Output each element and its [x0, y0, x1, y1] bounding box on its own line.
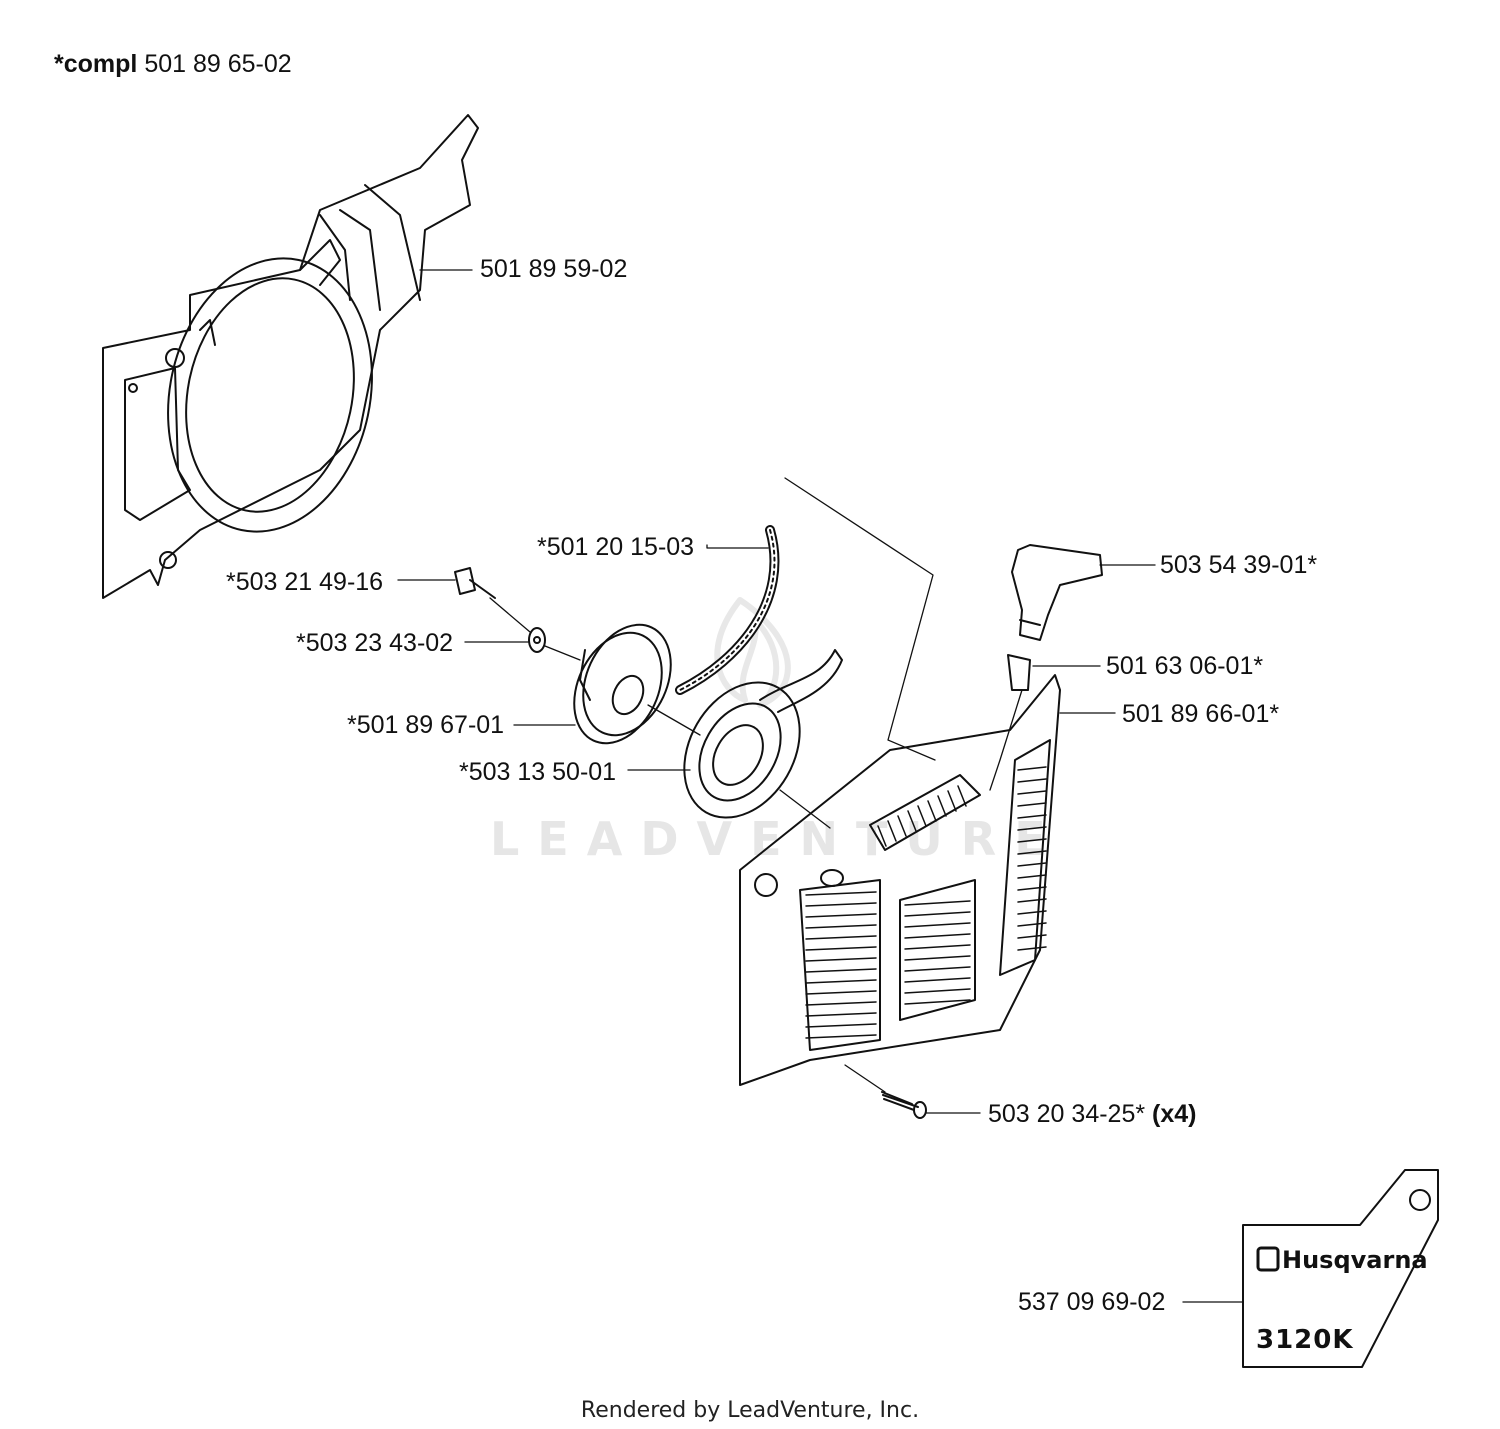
decal-brand: Husqvarna — [1282, 1246, 1428, 1274]
part-callout[interactable]: 501 89 59-02 — [480, 257, 627, 282]
part-callout[interactable]: 503 54 39-01* — [1160, 553, 1317, 578]
part-callout[interactable]: 537 09 69-02 — [1018, 1290, 1165, 1315]
part-callout[interactable]: *503 23 43-02 — [296, 631, 453, 656]
starter-pulley — [573, 623, 672, 745]
part-number: 503 20 34-25* — [988, 1100, 1146, 1128]
assembly-header: *compl 501 89 65-02 — [54, 52, 292, 77]
part-number: 503 54 39-01* — [1160, 551, 1318, 579]
part-callout[interactable]: *501 89 67-01 — [347, 713, 504, 738]
bolt-and-washer — [454, 567, 546, 653]
part-number: *503 21 49-16 — [226, 568, 384, 596]
watermark-text: LEADVENTURE — [490, 812, 1064, 866]
starter-handle — [1007, 544, 1103, 691]
decal-sticker — [1242, 1169, 1439, 1368]
part-callout[interactable]: *503 21 49-16 — [226, 570, 383, 595]
part-callout[interactable]: *503 13 50-01 — [459, 760, 616, 785]
header-number: 501 89 65-02 — [144, 50, 292, 78]
housing-vents — [805, 766, 1047, 1039]
decal-model: 3120K — [1256, 1325, 1354, 1355]
part-callout[interactable]: *501 20 15-03 — [537, 535, 694, 560]
starter-rope — [675, 525, 780, 695]
part-number: *503 13 50-01 — [459, 758, 617, 786]
part-number: *503 23 43-02 — [296, 629, 454, 657]
part-callout[interactable]: 503 20 34-25* (x4) — [988, 1102, 1197, 1127]
part-number: 537 09 69-02 — [1018, 1288, 1166, 1316]
part-number: 501 63 06-01* — [1106, 652, 1264, 680]
part-number: 501 89 66-01* — [1122, 700, 1280, 728]
part-callout[interactable]: 501 89 66-01* — [1122, 702, 1279, 727]
part-quantity: (x4) — [1152, 1100, 1197, 1128]
starter-housing — [739, 674, 1061, 1086]
footer-credit: Rendered by LeadVenture, Inc. — [580, 1398, 920, 1423]
part-number: *501 20 15-03 — [537, 533, 695, 561]
part-callout[interactable]: 501 63 06-01* — [1106, 654, 1263, 679]
side-cover-plate — [102, 114, 479, 599]
part-number: *501 89 67-01 — [347, 711, 505, 739]
screw — [881, 1091, 927, 1119]
leader-lines — [397, 269, 1244, 1303]
header-prefix: *compl — [54, 50, 138, 78]
recoil-spring — [683, 649, 843, 819]
part-number: 501 89 59-02 — [480, 255, 628, 283]
